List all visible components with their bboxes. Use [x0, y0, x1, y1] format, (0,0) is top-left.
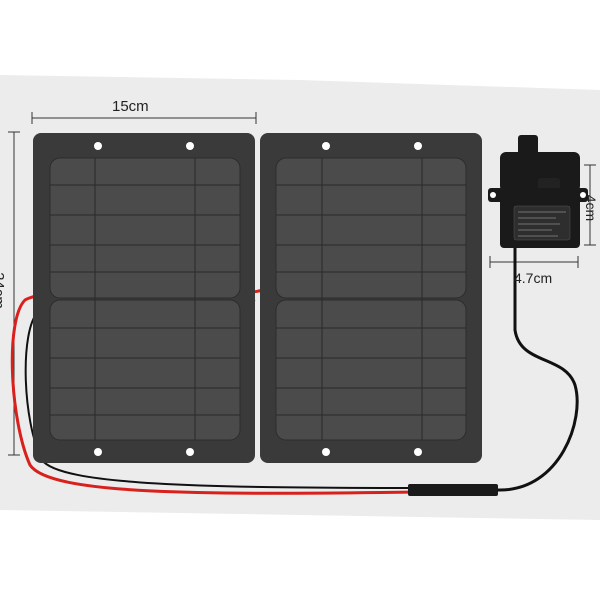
width-dimension-line: [31, 112, 257, 124]
pump-width-dimension-line: [489, 256, 579, 268]
solar-panel-left: [33, 133, 255, 463]
pump-width-label: 4.7cm: [514, 270, 553, 286]
water-pump: [488, 135, 588, 248]
pump-height-label: 4cm: [583, 194, 600, 222]
pump-height-dimension-line: [584, 164, 596, 246]
panel-height-label: 24cm: [0, 272, 7, 309]
pump-cable: [418, 248, 579, 492]
cable-sleeve: [408, 484, 498, 496]
pump-label-plate: [513, 205, 571, 241]
solar-panel-right: [260, 133, 482, 463]
panel-width-label: 15cm: [112, 98, 149, 115]
